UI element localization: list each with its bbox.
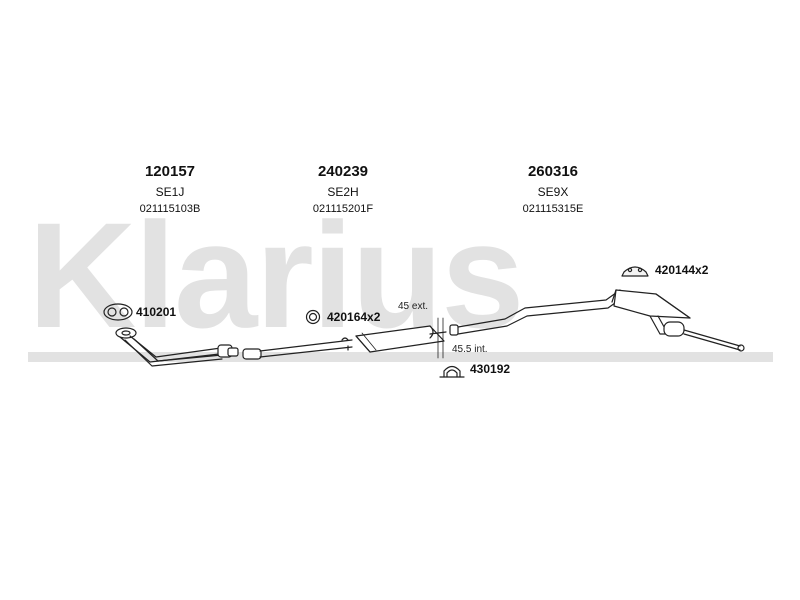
brand-watermark: Klarius [28, 210, 525, 350]
front-pipe [115, 327, 239, 367]
brand-underline [28, 352, 773, 362]
part-oem-number: 021115315E [522, 203, 584, 215]
part-header-rear-silencer: 260316 SE9X 021115315E [478, 163, 628, 217]
dimension-note-int: 45.5 int. [452, 344, 488, 355]
part-header-front-pipe: 120157 SE1J 021115103B [95, 163, 245, 217]
part-code: SE9X [537, 185, 569, 199]
fitting-label: 420144x2 [655, 263, 709, 277]
gasket-icon [103, 303, 133, 321]
part-number: 120157 [144, 163, 196, 180]
part-oem-number: 021115103B [139, 203, 201, 215]
clamp-icon [439, 365, 465, 378]
part-number: 240239 [317, 163, 369, 180]
fitting-label: 430192 [470, 362, 511, 376]
part-header-centre-silencer: 240239 SE2H 021115201F [268, 163, 418, 217]
rear-silencer [449, 289, 745, 352]
dimension-note-ext: 45 ext. [398, 301, 429, 312]
part-oem-number: 021115201F [312, 203, 374, 215]
joint-marker [437, 317, 444, 359]
rubber-mount-icon [621, 266, 649, 277]
part-number: 260316 [527, 163, 579, 180]
fitting-label: 420164x2 [327, 310, 381, 324]
centre-silencer [242, 325, 447, 360]
part-code: SE2H [327, 185, 359, 199]
fitting-label: 410201 [136, 305, 177, 319]
ring-icon [305, 309, 321, 325]
part-code: SE1J [155, 185, 185, 199]
